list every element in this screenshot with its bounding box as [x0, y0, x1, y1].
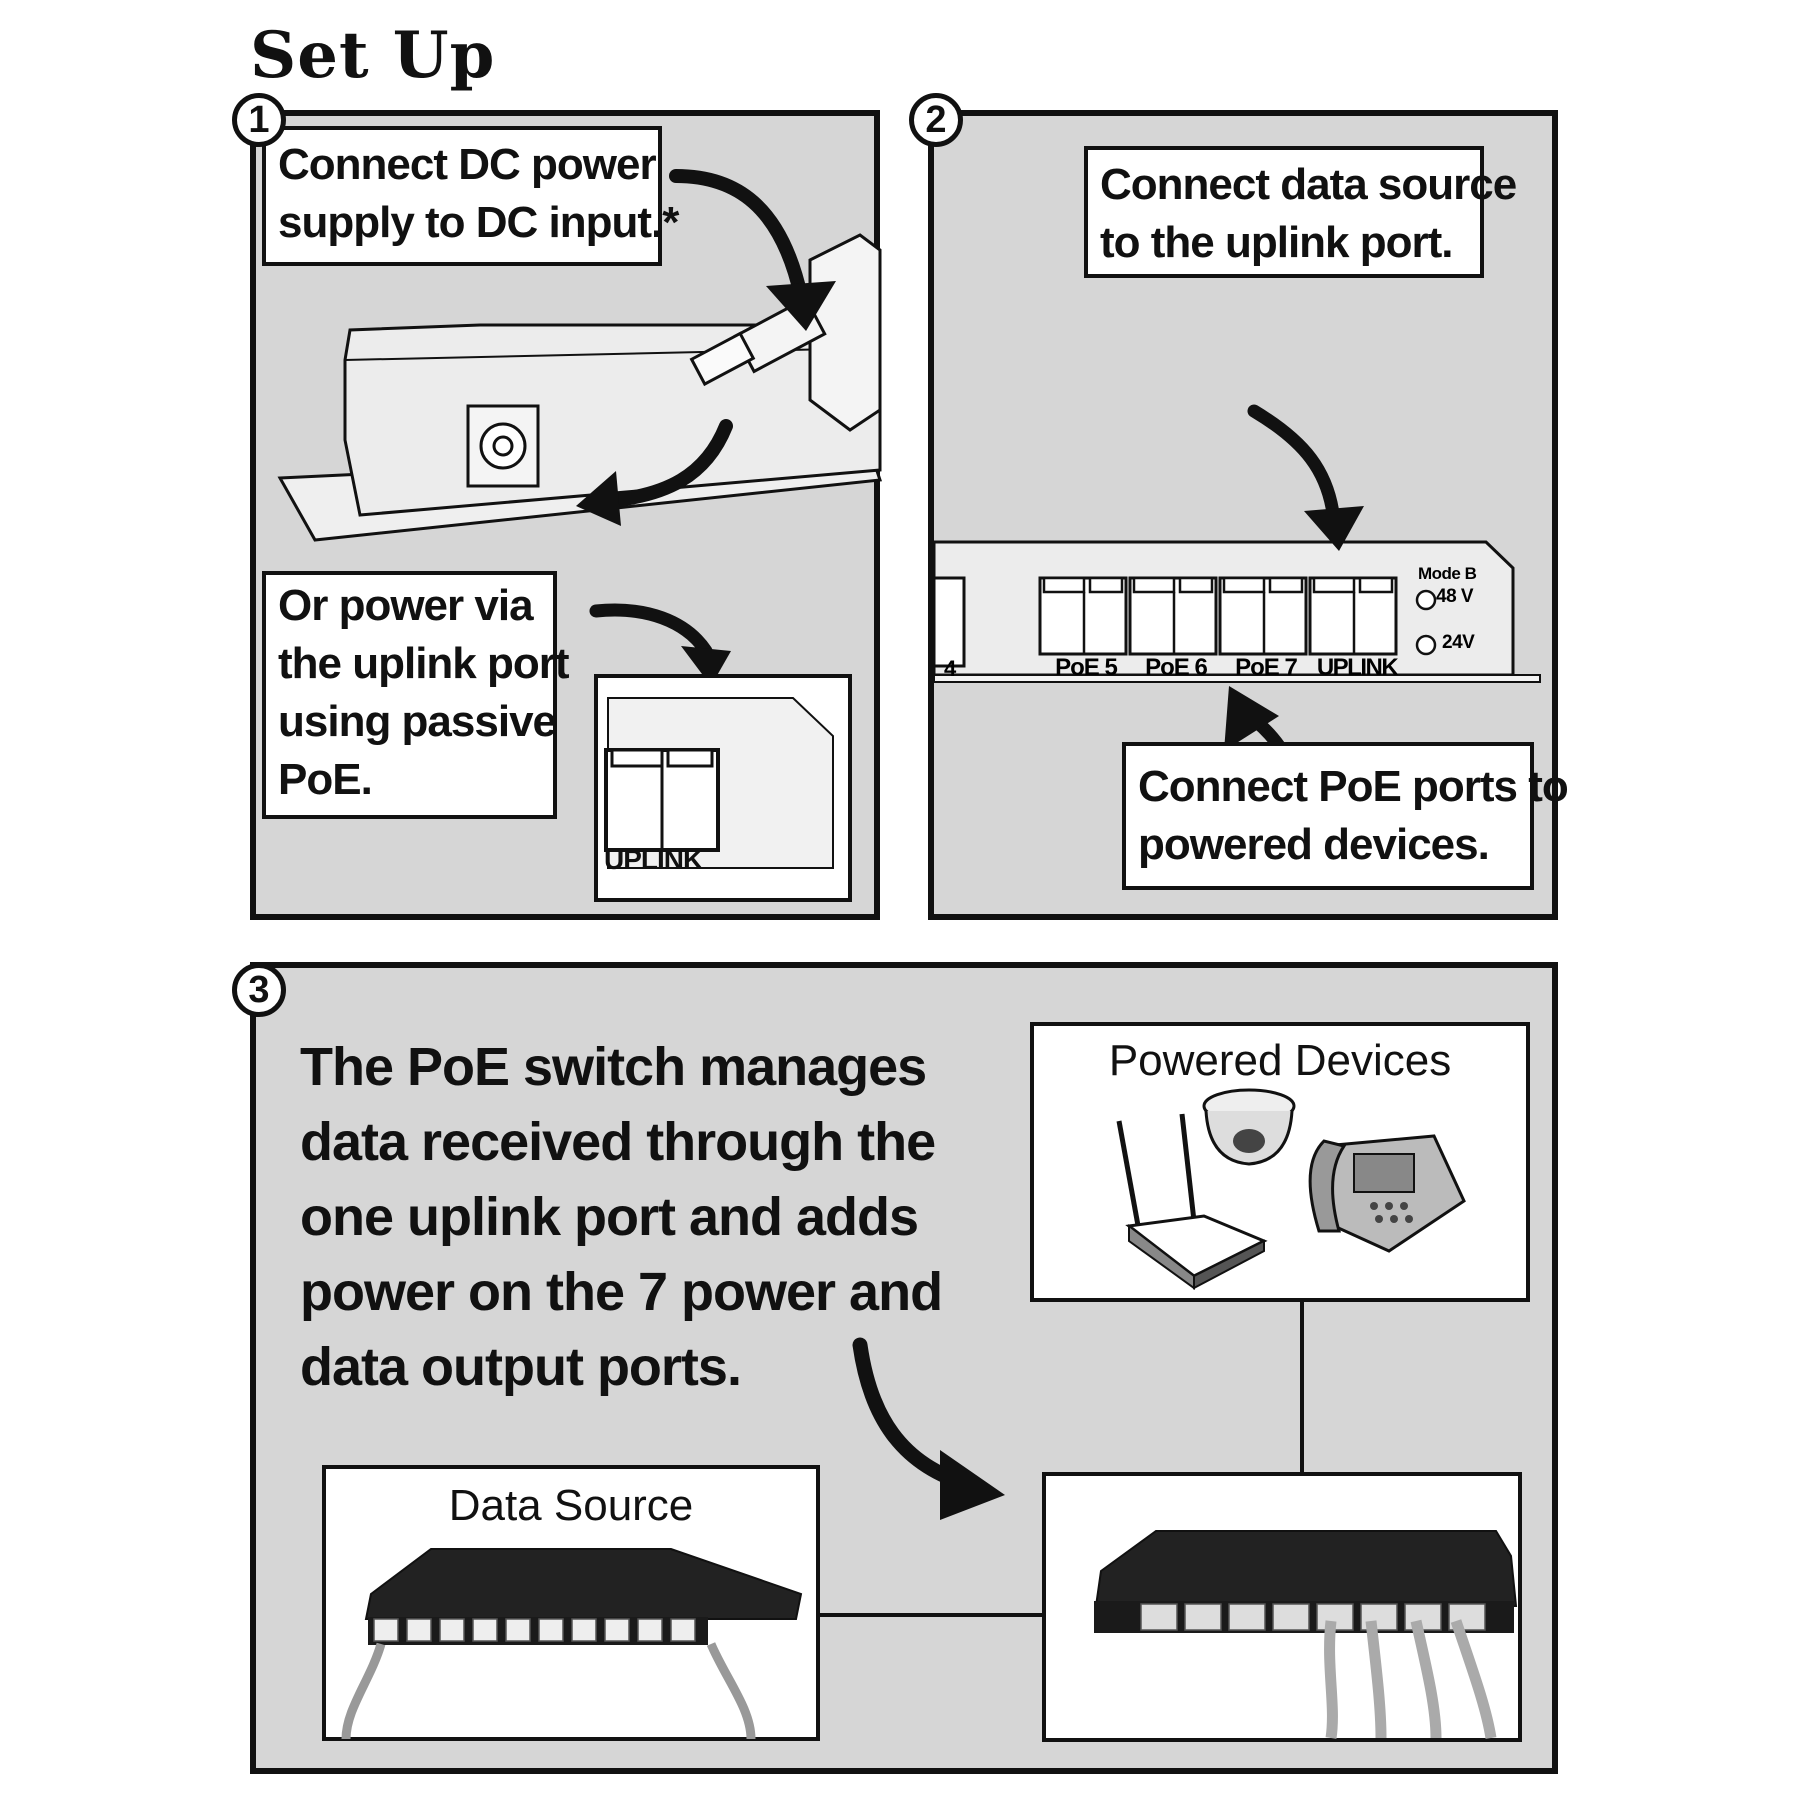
partial-port-label: 4	[944, 656, 957, 681]
description-line-4: power on the 7 power and	[300, 1262, 943, 1322]
voltage-24-label: 24V	[1442, 632, 1475, 653]
callout-passive-line-3: using passive	[278, 697, 557, 746]
step-3-description: The PoE switch manages data received thr…	[300, 1030, 943, 1405]
callout-poe-line-2: powered devices.	[1138, 820, 1490, 869]
arrow-to-plug-icon	[669, 169, 836, 331]
arrow-to-uplink-port-icon	[1247, 404, 1364, 551]
poe-switch-side-illustration	[277, 233, 883, 542]
step-2-panel: 4 PoE 5 PoE 6 PoE 7 UPLINK Mode B 48 V 2…	[928, 110, 1569, 920]
callout-passive-line-4: PoE.	[278, 755, 373, 804]
poe-switch-front-illustration	[932, 540, 1541, 683]
callout-passive-line-2: the uplink port	[278, 639, 570, 688]
uplink-inset-label: UPLINK	[604, 844, 703, 875]
callout-dc-line-1: Connect DC power	[278, 140, 657, 189]
data-source-label: Data Source	[448, 1481, 694, 1530]
powered-devices-label: Powered Devices	[1108, 1036, 1452, 1085]
data-source-switch-illustration	[341, 1548, 803, 1740]
data-source-box: Data Source	[322, 1465, 820, 1741]
uplink-inset: UPLINK	[594, 674, 852, 902]
port-label-poe7: PoE 7	[1235, 654, 1298, 681]
callout-passive-line-1: Or power via	[278, 581, 534, 630]
step-1-panel: Connect DC power supply to DC input.* Or…	[250, 110, 883, 920]
description-line-1: The PoE switch manages	[300, 1037, 927, 1097]
page-title: Set Up	[250, 18, 496, 93]
port-label-poe6: PoE 6	[1145, 654, 1208, 681]
step-1-badge: 1	[232, 93, 286, 147]
port-label-uplink: UPLINK	[1316, 654, 1399, 681]
voltage-48-label: 48 V	[1436, 586, 1474, 607]
arrow-to-uplink-icon	[589, 603, 731, 686]
arrow-to-dc-input-icon	[576, 419, 733, 526]
callout-dc-line-2: supply to DC input.*	[278, 198, 679, 247]
callout-passive-poe: Or power via the uplink port using passi…	[262, 571, 570, 819]
step-3-badge: 3	[232, 963, 286, 1017]
powered-devices-illustration	[1116, 1088, 1466, 1290]
mode-label: Mode B	[1418, 564, 1477, 583]
description-line-2: data received through the	[300, 1112, 936, 1172]
callout-data-line-1: Connect data source	[1100, 160, 1517, 209]
arrow-to-poe-switch-icon	[852, 1337, 1005, 1520]
port-label-poe5: PoE 5	[1055, 654, 1118, 681]
callout-data-line-2: to the uplink port.	[1100, 218, 1454, 267]
callout-data-source: Connect data source to the uplink port.	[1084, 146, 1517, 278]
callout-dc-power: Connect DC power supply to DC input.*	[262, 126, 679, 266]
uplink-port-illustration	[604, 697, 834, 869]
step-2-badge: 2	[909, 93, 963, 147]
poe-switch-connected-illustration	[1094, 1530, 1518, 1739]
callout-poe-ports: Connect PoE ports to powered devices.	[1122, 742, 1569, 890]
powered-devices-box: Powered Devices	[1030, 1022, 1530, 1302]
poe-switch-box	[1042, 1472, 1522, 1742]
description-line-5: data output ports.	[300, 1337, 742, 1397]
callout-poe-line-1: Connect PoE ports to	[1138, 762, 1569, 811]
description-line-3: one uplink port and adds	[300, 1187, 919, 1247]
